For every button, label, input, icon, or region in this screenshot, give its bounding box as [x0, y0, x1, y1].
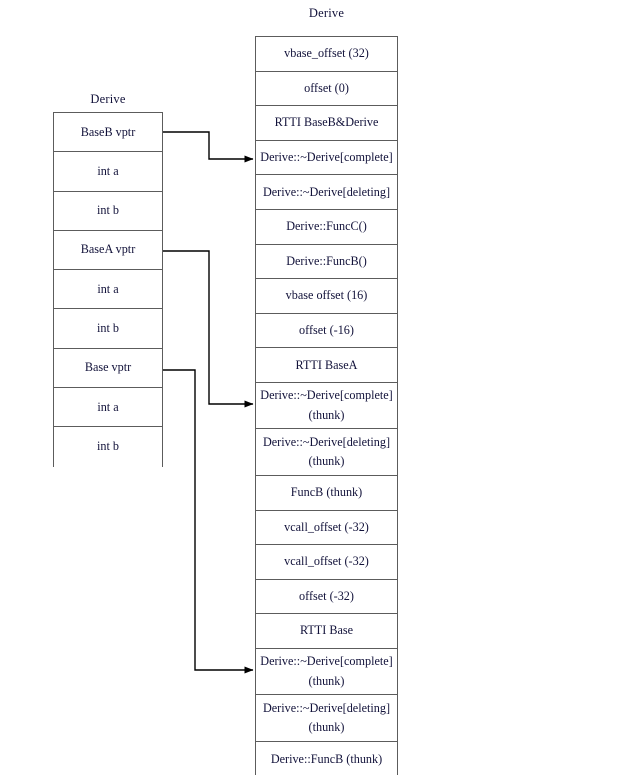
object-layout-row-int-a-1: int a [54, 152, 162, 192]
row-label: Derive::~Derive[deleting] [262, 184, 391, 199]
row-label: int a [97, 399, 119, 414]
row-label: vcall_offset (-32) [284, 554, 369, 569]
row-label: Derive::FuncC() [286, 219, 367, 234]
row-label: Base vptr [84, 360, 132, 375]
vtable-row-dtor-deleting-thunk-2: Derive::~Derive[deleting] (thunk) [256, 695, 397, 742]
row-label: BaseB vptr [80, 124, 136, 139]
object-layout-row-base-vptr: Base vptr [54, 348, 162, 389]
vtable-row-rtti-base: RTTI Base [256, 614, 397, 649]
vtable-row-dtor-complete-thunk-1: Derive::~Derive[complete] (thunk) [256, 382, 397, 430]
object-layout-row-int-b-3: int b [54, 427, 162, 467]
row-label: int a [97, 163, 119, 178]
row-label: RTTI BaseB&Derive [274, 115, 379, 130]
row-label: int b [96, 203, 119, 218]
left-column-title: Derive [90, 92, 126, 106]
row-label: BaseA vptr [80, 242, 136, 257]
row-label: RTTI Base [299, 623, 354, 638]
object-layout-row-baseb-vptr: BaseB vptr [54, 113, 162, 153]
row-label: int a [97, 281, 119, 296]
object-layout-row-int-b-1: int b [54, 191, 162, 231]
row-sublabel: (thunk) [308, 407, 345, 422]
row-label: RTTI BaseA [295, 357, 358, 372]
vtable-row-dtor-deleting-thunk-1: Derive::~Derive[deleting] (thunk) [256, 429, 397, 476]
row-label: offset (0) [304, 80, 349, 95]
vtable-row-rtti-basea: RTTI BaseA [256, 348, 397, 383]
row-label: Derive::FuncB (thunk) [270, 751, 383, 766]
vtable-row-offset-0: offset (0) [256, 71, 397, 107]
row-label: vbase_offset (32) [284, 46, 369, 61]
vtable-row-rtti-baseb-derive: RTTI BaseB&Derive [256, 106, 397, 141]
row-sublabel: (thunk) [308, 454, 345, 469]
row-label: Derive::~Derive[complete] [260, 149, 393, 164]
vtable-row-dtor-complete-1: Derive::~Derive[complete] [256, 140, 397, 176]
vtable-row-dtor-deleting-1: Derive::~Derive[deleting] [256, 175, 397, 210]
row-label: Derive::FuncB() [286, 253, 367, 268]
vtable-row-vbase-offset-16: vbase offset (16) [256, 279, 397, 314]
row-label: Derive::~Derive[deleting] [262, 700, 391, 715]
row-label: FuncB (thunk) [290, 485, 363, 500]
vtable-row-funcc: Derive::FuncC() [256, 209, 397, 245]
row-label: Derive::~Derive[complete] [260, 388, 393, 403]
object-layout-row-int-b-2: int b [54, 309, 162, 349]
connector-base-vptr [163, 369, 254, 674]
row-label: vbase offset (16) [285, 288, 368, 303]
vtable-row-funcb-thunk: FuncB (thunk) [256, 475, 397, 511]
row-label: int b [96, 439, 119, 454]
vtable-row-dtor-complete-thunk-2: Derive::~Derive[complete] (thunk) [256, 648, 397, 696]
row-label: offset (-32) [299, 588, 354, 603]
vtable-row-vcall-offset-1: vcall_offset (-32) [256, 510, 397, 546]
object-layout-column: BaseB vptr int a int b BaseA vptr int a … [53, 112, 163, 467]
right-column-title: Derive [308, 6, 345, 20]
object-layout-row-int-a-2: int a [54, 270, 162, 310]
vtable-row-offset-minus16: offset (-16) [256, 313, 397, 349]
vtable-row-offset-minus32: offset (-32) [256, 579, 397, 615]
row-sublabel: (thunk) [308, 720, 345, 735]
vtable-row-vcall-offset-2: vcall_offset (-32) [256, 545, 397, 580]
vtable-row-derive-funcb-thunk: Derive::FuncB (thunk) [256, 741, 397, 777]
row-label: offset (-16) [299, 322, 354, 337]
row-sublabel: (thunk) [308, 673, 345, 688]
row-label: Derive::~Derive[complete] [260, 654, 393, 669]
row-label: int b [96, 321, 119, 335]
vtable-row-funcb: Derive::FuncB() [256, 244, 397, 280]
object-layout-row-int-a-3: int a [54, 388, 162, 428]
row-label: vcall_offset (-32) [284, 519, 369, 534]
connector-baseb-vptr [163, 131, 254, 163]
object-layout-row-basea-vptr: BaseA vptr [54, 230, 162, 271]
row-label: Derive::~Derive[deleting] [262, 434, 391, 449]
connector-basea-vptr [163, 250, 254, 408]
vtable-row-vbase-offset-32: vbase_offset (32) [256, 37, 397, 72]
vtable-column: vbase_offset (32) offset (0) RTTI BaseB&… [255, 36, 398, 777]
